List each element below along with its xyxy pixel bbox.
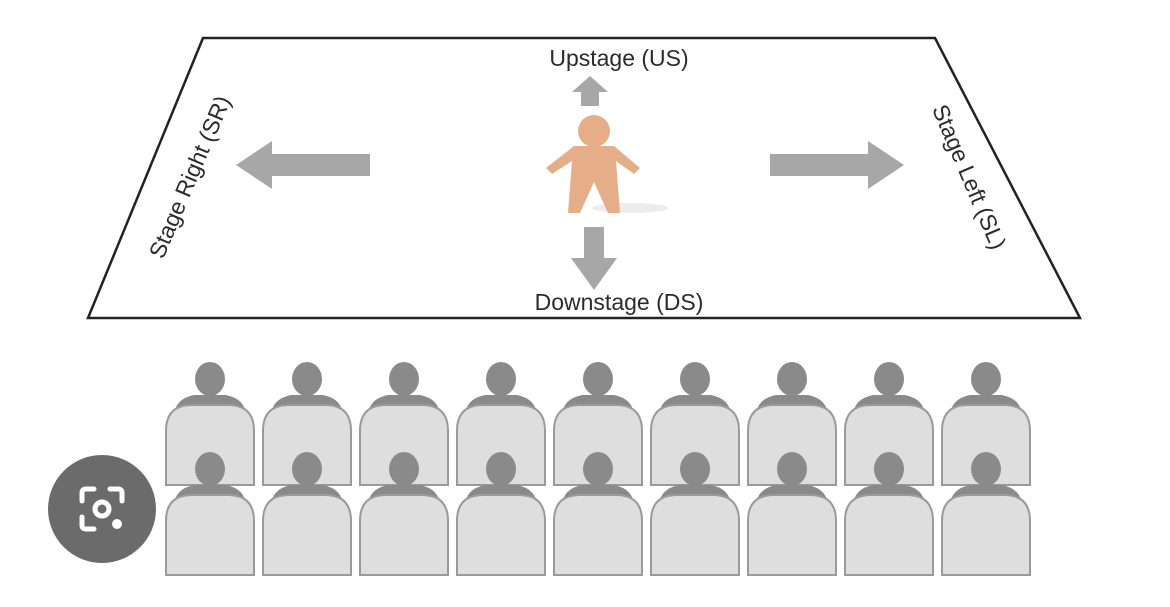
audience-member-icon (941, 362, 1031, 486)
image-search-camera-icon (79, 486, 125, 532)
audience-member-icon (456, 362, 546, 486)
audience-member-icon (747, 362, 837, 486)
audience-member-icon (456, 452, 546, 576)
audience-member-icon (941, 452, 1031, 576)
audience-member-icon (553, 362, 643, 486)
stage-left-arrow-icon (770, 141, 904, 189)
audience-member-icon (359, 452, 449, 576)
audience (165, 362, 1031, 576)
upstage-arrow-icon (572, 76, 608, 106)
audience-member-icon (262, 362, 352, 486)
downstage-arrow-icon (571, 227, 617, 290)
audience-member-icon (553, 452, 643, 576)
stage-right-arrow-icon (236, 141, 370, 189)
audience-member-icon (747, 452, 837, 576)
audience-member-icon (165, 362, 255, 486)
audience-member-icon (262, 452, 352, 576)
audience-member-icon (359, 362, 449, 486)
audience-member-icon (844, 362, 934, 486)
image-search-button[interactable] (48, 455, 156, 563)
audience-member-icon (165, 452, 255, 576)
audience-member-icon (650, 452, 740, 576)
audience-member-icon (844, 452, 934, 576)
audience-member-icon (650, 362, 740, 486)
downstage-label: Downstage (DS) (535, 289, 704, 315)
upstage-label: Upstage (US) (549, 45, 688, 71)
actor-figure-icon (546, 115, 668, 213)
